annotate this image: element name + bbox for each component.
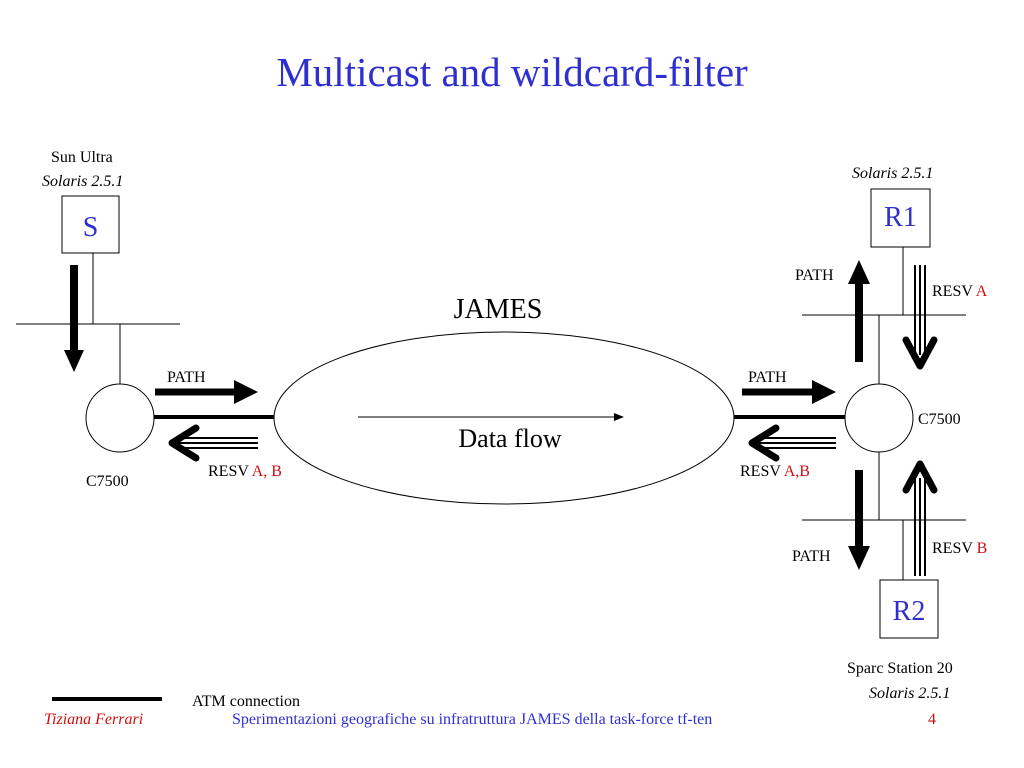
r2-resv-word: RESV: [932, 540, 973, 557]
r1-resv-arrow: [902, 265, 938, 370]
r1-resv-word: RESV: [932, 283, 973, 300]
right-path-label: PATH: [748, 369, 787, 386]
r1-box: [870, 188, 931, 248]
right-router-label: C7500: [918, 411, 961, 428]
footer-text: Sperimentazioni geografiche su infratrut…: [232, 711, 713, 728]
slide-title: Multicast and wildcard-filter: [276, 49, 748, 95]
r2-box: [879, 579, 939, 639]
r1-resv-label: RESV A: [932, 283, 988, 300]
r2-path-arrow: [848, 470, 870, 570]
page-number: 4: [928, 711, 936, 728]
r2-path-label: PATH: [792, 548, 831, 565]
data-flow-label: Data flow: [458, 424, 561, 453]
atm-legend-label: ATM connection: [192, 693, 300, 710]
left-path-label: PATH: [167, 369, 206, 386]
left-resv-word: RESV: [208, 463, 249, 480]
left-router-label: C7500: [86, 473, 129, 490]
left-resv-label: RESV A, B: [208, 463, 282, 480]
r2-host-label: Sparc Station 20: [847, 660, 953, 677]
r2-os-label: Solaris 2.5.1: [869, 685, 950, 702]
r2-resv-target: B: [977, 540, 988, 557]
r1-path-label: PATH: [795, 267, 834, 284]
right-path-arrow: [742, 380, 836, 404]
r1-resv-target: A: [976, 283, 988, 300]
left-path-arrow: [155, 380, 258, 404]
sender-host-label: Sun Ultra: [51, 149, 113, 166]
r1-os-label: Solaris 2.5.1: [852, 165, 933, 182]
r2-label: R2: [893, 596, 926, 627]
sender-os-label: Solaris 2.5.1: [42, 173, 123, 190]
r1-path-arrow: [848, 260, 870, 362]
left-resv-arrow: [168, 424, 258, 462]
sender-label: S: [83, 212, 99, 243]
sender-path-arrow: [64, 265, 84, 372]
right-resv-arrow: [748, 424, 836, 462]
r1-label: R1: [884, 202, 917, 233]
r2-resv-arrow: [902, 460, 938, 576]
network-name: JAMES: [454, 294, 543, 325]
r2-resv-label: RESV B: [932, 540, 987, 557]
left-resv-targets: A, B: [252, 463, 282, 480]
right-router: [844, 383, 914, 453]
left-router: [85, 383, 155, 453]
footer-author: Tiziana Ferrari: [44, 711, 144, 728]
right-resv-word: RESV: [740, 463, 781, 480]
data-flow-arrow: [358, 413, 624, 421]
right-resv-label: RESV A,B: [740, 463, 810, 480]
sender-box: [61, 195, 120, 254]
james-network-cloud: [273, 331, 735, 505]
right-resv-targets: A,B: [784, 463, 810, 480]
